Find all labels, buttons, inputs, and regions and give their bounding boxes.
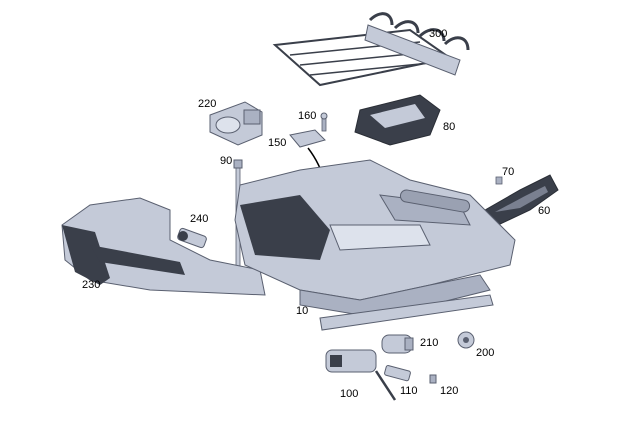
motor-part-210 (381, 334, 414, 354)
sensor-part-200 (457, 331, 475, 349)
motor-part-220 (209, 101, 263, 146)
part-label-220: 220 (198, 98, 217, 110)
part-label-300: 300 (429, 28, 448, 40)
bracket-part-150 (289, 129, 326, 148)
part-label-60: 60 (538, 205, 551, 217)
part-label-160: 160 (298, 110, 317, 122)
spindle-drive-part-100 (325, 349, 397, 401)
screw-part-160 (320, 112, 328, 132)
seat-frame-part-10 (234, 159, 516, 331)
part-label-120: 120 (440, 385, 459, 397)
seat-extension-part-230 (61, 197, 266, 296)
part-label-70: 70 (502, 166, 515, 178)
screw-part-70 (495, 176, 503, 185)
part-label-90: 90 (220, 155, 233, 167)
spring-mat-part (272, 12, 470, 87)
part-label-100: 100 (340, 388, 359, 400)
part-label-200: 200 (476, 347, 495, 359)
part-label-10: 10 (296, 305, 309, 317)
part-label-240: 240 (190, 213, 209, 225)
actuator-part-240 (177, 227, 207, 249)
screw-part-120 (429, 374, 437, 384)
part-label-230: 230 (82, 279, 101, 291)
part-label-110: 110 (400, 385, 418, 397)
connector-part-110 (384, 365, 411, 382)
part-label-210: 210 (420, 337, 439, 349)
bracket-part-80 (354, 94, 441, 146)
part-label-150: 150 (268, 137, 287, 149)
part-label-80: 80 (443, 121, 456, 133)
